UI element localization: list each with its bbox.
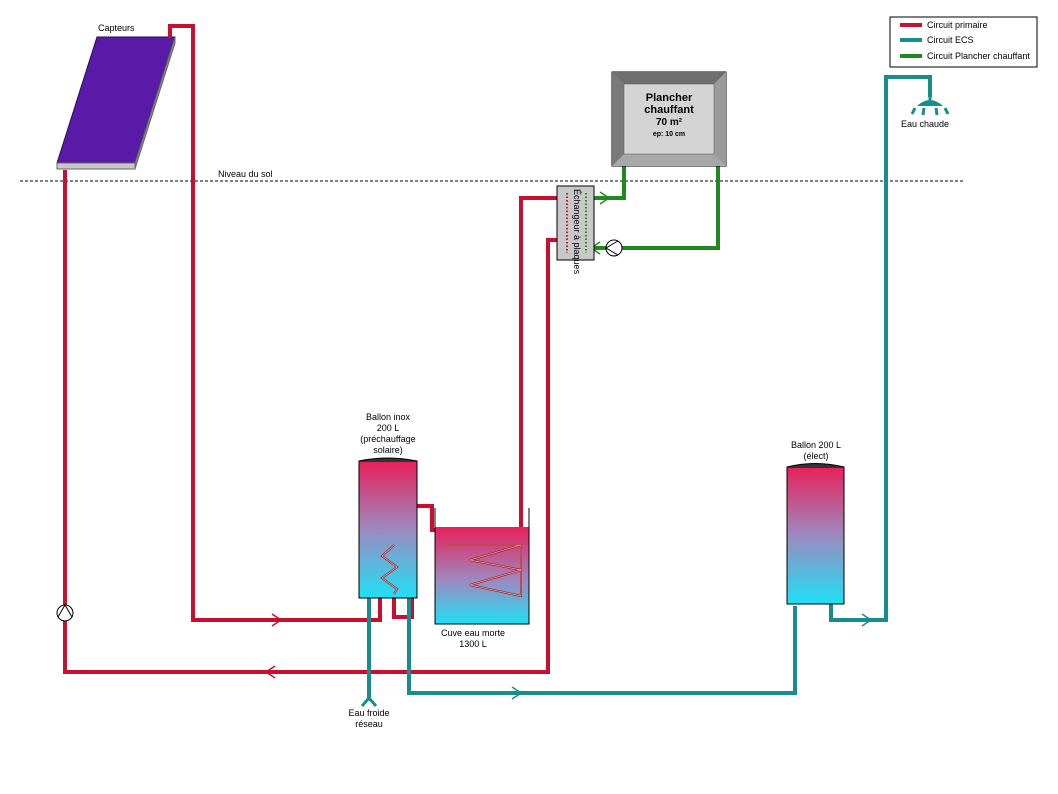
primary-loop-pipe bbox=[392, 196, 557, 619]
floor-heating-slab bbox=[611, 71, 727, 167]
ground-level-label: Niveau du sol bbox=[218, 169, 273, 179]
legend: Circuit primaire Circuit ECS Circuit Pla… bbox=[889, 16, 1038, 68]
electric-tank bbox=[786, 463, 845, 605]
floor-title-1: Plancher bbox=[646, 92, 693, 104]
tank-inox-label-2: 200 L bbox=[377, 423, 400, 433]
flow-arrow-icon bbox=[861, 613, 873, 627]
plate-heat-exchanger bbox=[556, 185, 595, 261]
dead-water-label-2: 1300 L bbox=[459, 639, 487, 649]
floor-area: 70 m² bbox=[656, 117, 683, 128]
flow-arrow-icon bbox=[511, 686, 523, 700]
floor-thickness: ep: 10 cm bbox=[653, 131, 685, 138]
flow-arrow-icon bbox=[599, 191, 611, 205]
hot-water-label: Eau chaude bbox=[901, 119, 949, 129]
tank-inox-label-1: Ballon inox bbox=[366, 412, 411, 422]
cold-water-label-1: Eau froide bbox=[348, 708, 389, 718]
dead-water-label-1: Cuve eau morte bbox=[441, 628, 505, 638]
flow-arrow-icon bbox=[264, 665, 276, 679]
floor-supply-pipe bbox=[594, 166, 626, 200]
flow-arrow-icon bbox=[271, 613, 283, 627]
floor-title-2: chauffant bbox=[644, 104, 694, 116]
floor-return-pipe bbox=[594, 166, 720, 250]
legend-label-primary: Circuit primaire bbox=[927, 20, 988, 30]
circulator-pump-icon bbox=[56, 604, 74, 622]
heat-exchanger-label: Échangeur à plaques bbox=[572, 189, 582, 275]
electric-tank-label-2: (élect) bbox=[803, 451, 828, 461]
collectors-label: Capteurs bbox=[98, 23, 135, 33]
shower-head-icon bbox=[910, 93, 950, 116]
solar-collector bbox=[56, 36, 176, 170]
tank-inox-label-4: solaire) bbox=[373, 445, 403, 455]
primary-return-pipe bbox=[63, 170, 557, 674]
electric-tank-label-1: Ballon 200 L bbox=[791, 440, 841, 450]
stainless-tank bbox=[358, 457, 418, 599]
ecs-hot-outlet-pipe bbox=[829, 75, 932, 622]
circulator-pump-icon bbox=[605, 239, 623, 257]
cold-water-inlet-icon bbox=[360, 695, 378, 707]
legend-label-floor: Circuit Plancher chauffant bbox=[927, 51, 1030, 61]
tank-inox-label-3: (préchauffage bbox=[360, 434, 415, 444]
dead-water-tank bbox=[434, 508, 530, 625]
cold-water-label-2: réseau bbox=[355, 719, 383, 729]
legend-label-ecs: Circuit ECS bbox=[927, 35, 974, 45]
